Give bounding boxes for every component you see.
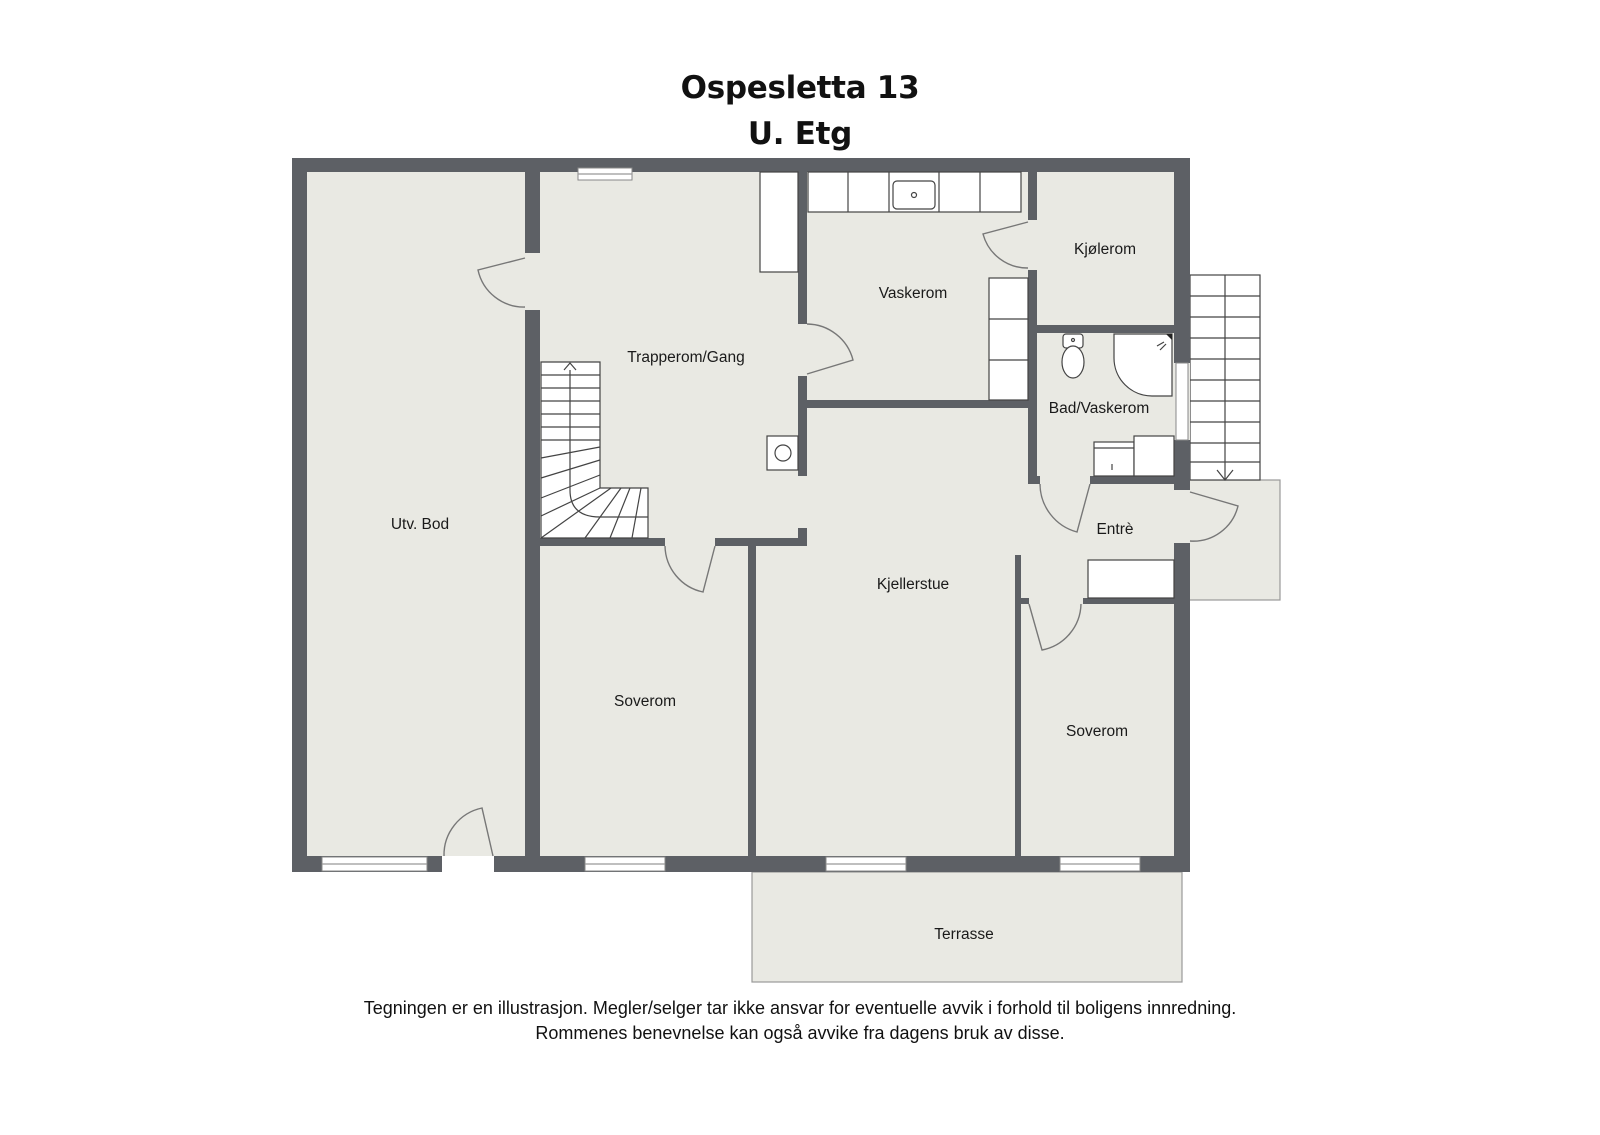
entrance-wardrobe [1087,559,1175,599]
room-label-kjolerom: Kjølerom [1074,241,1136,258]
sink-cabinet [1093,435,1175,477]
laundry-counter [807,171,1022,213]
doors [443,221,1239,857]
interior-floor [292,158,1190,872]
room-label-soverom-1: Soverom [614,693,676,710]
disclaimer-line-1: Tegningen er en illustrasjon. Megler/sel… [363,998,1237,1018]
room-label-bad-vaskerom: Bad/Vaskerom [1049,400,1150,417]
shower [1113,333,1173,397]
bathroom-window [1175,362,1189,441]
disclaimer-line-2: Rommenes benevnelse kan også avvike fra … [535,1023,1065,1043]
room-label-utv-bod: Utv. Bod [391,516,449,533]
interior-walls [525,158,1174,856]
closet [759,171,799,273]
room-label-kjellerstue: Kjellerstue [877,576,949,593]
room-label-trapperom: Trapperom/Gang [627,349,744,366]
room-label-entre: Entrè [1096,521,1133,538]
room-label-vaskerom: Vaskerom [879,285,948,302]
chimney [766,435,799,471]
toilet [1061,333,1085,379]
windows [321,167,1141,872]
floor-level-subtitle: U. Etg [747,116,853,152]
plan-title: Ospesletta 13 [680,70,920,106]
laundry-cabinets [988,277,1029,401]
interior-staircase [540,361,649,539]
exterior-walls [292,158,1190,872]
exterior-door-opening [442,856,494,872]
exterior-stairs [1189,274,1261,481]
room-label-terrasse: Terrasse [934,926,993,943]
room-label-soverom-2: Soverom [1066,723,1128,740]
terrace-area [751,871,1183,983]
